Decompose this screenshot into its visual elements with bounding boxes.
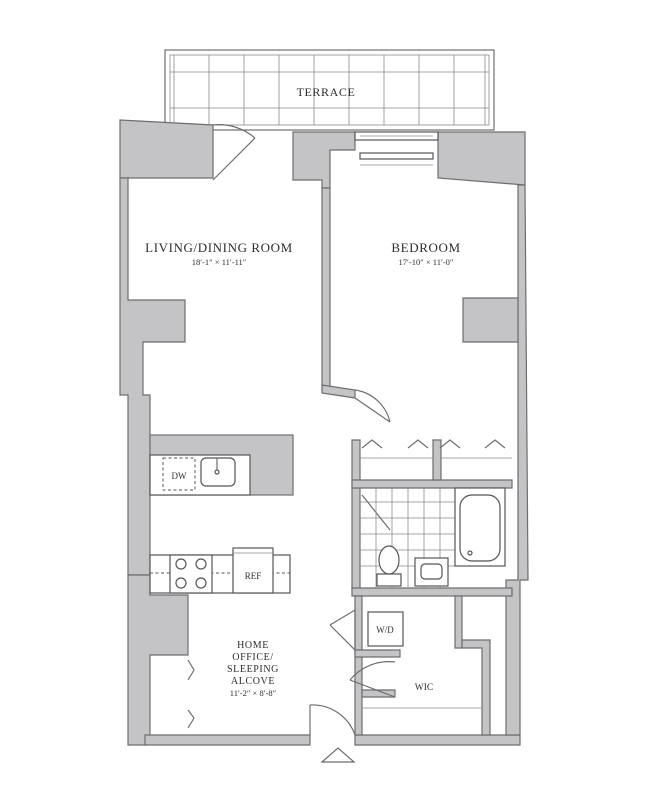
home-office-alcove: HOME OFFICE/ SLEEPING ALCOVE 11′-2″ × 8′… bbox=[227, 640, 279, 698]
kitchen: DW REF bbox=[149, 454, 291, 594]
walls bbox=[119, 119, 529, 746]
living-room-dimensions: 18′-1″ × 11′-11″ bbox=[192, 257, 247, 267]
refrigerator: REF bbox=[232, 547, 274, 594]
office-label-line-3: SLEEPING bbox=[227, 664, 279, 675]
terrace: TERRACE bbox=[164, 49, 495, 131]
terrace-paving bbox=[170, 55, 489, 125]
terrace-label: TERRACE bbox=[297, 85, 356, 99]
bathroom-sink bbox=[414, 557, 449, 587]
office-label-line-1: HOME bbox=[237, 640, 269, 651]
office-dimensions: 11′-2″ × 8′-8″ bbox=[230, 688, 277, 698]
toilet bbox=[376, 545, 402, 587]
dishwasher bbox=[162, 457, 196, 491]
bathroom bbox=[360, 487, 506, 588]
bedroom-label: BEDROOM bbox=[391, 240, 460, 255]
office-label-line-2: OFFICE/ bbox=[232, 652, 273, 663]
washer-dryer: W/D bbox=[367, 611, 404, 647]
bedroom: BEDROOM 17′-10″ × 11′-0″ bbox=[391, 240, 460, 267]
office-label-line-4: ALCOVE bbox=[231, 676, 275, 687]
bathroom-tile bbox=[360, 488, 455, 588]
cooktop bbox=[169, 554, 213, 594]
washer-dryer-label: W/D bbox=[376, 625, 394, 635]
dishwasher-label: DW bbox=[172, 471, 187, 481]
openings bbox=[187, 124, 512, 736]
entry-arrow-icon bbox=[320, 747, 356, 763]
living-dining-room: LIVING/DINING ROOM 18′-1″ × 11′-11″ bbox=[145, 240, 293, 267]
bedroom-dimensions: 17′-10″ × 11′-0″ bbox=[399, 257, 454, 267]
walk-in-closet: WIC bbox=[362, 683, 482, 709]
refrigerator-label: REF bbox=[245, 571, 262, 581]
wic-label: WIC bbox=[415, 683, 433, 693]
living-room-label: LIVING/DINING ROOM bbox=[145, 240, 293, 255]
